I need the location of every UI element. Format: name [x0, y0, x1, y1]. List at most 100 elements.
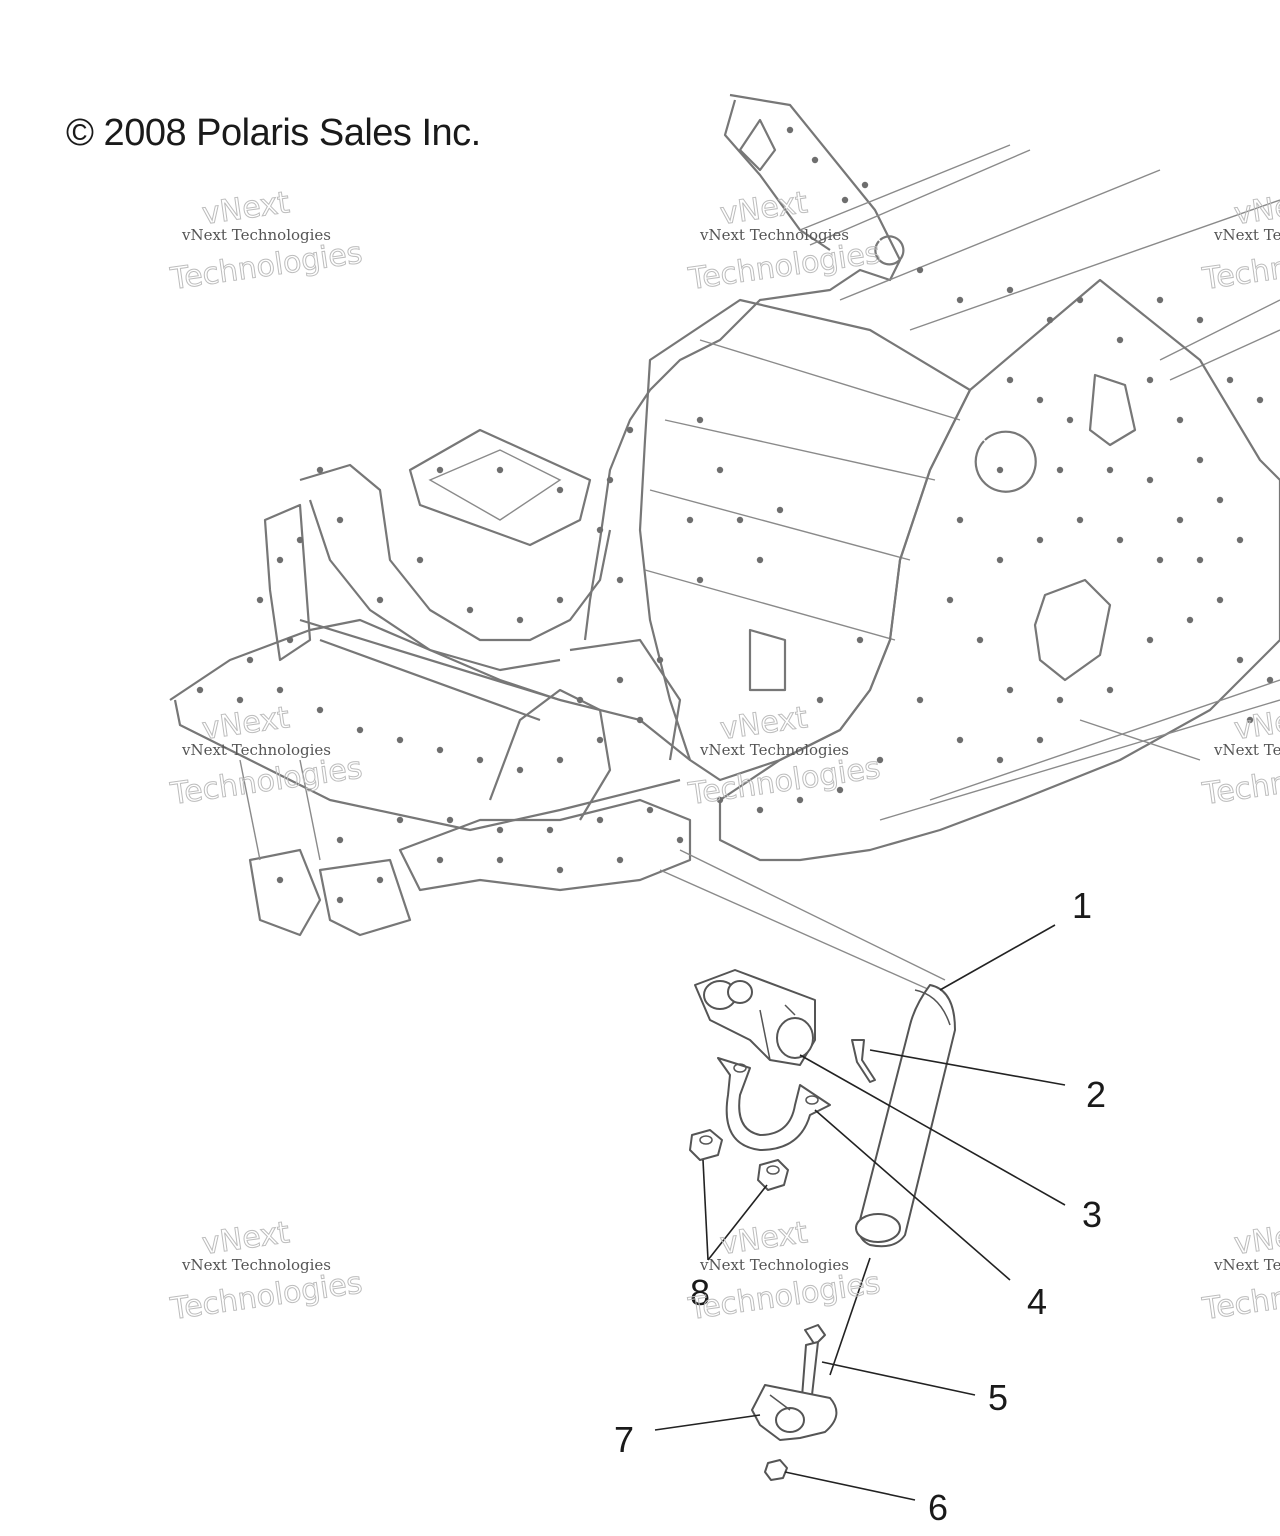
- bushing-clamp-part-3: [694, 969, 816, 1066]
- rivet-hole: [1186, 616, 1194, 624]
- rivet-hole: [546, 826, 554, 834]
- rivet-hole: [1006, 376, 1014, 384]
- rivet-hole: [1046, 316, 1054, 324]
- rivet-hole: [1006, 286, 1014, 294]
- watermark-mid-left: vNext vNext Technologies Technologies: [167, 700, 365, 813]
- rivet-hole: [1236, 656, 1244, 664]
- rivet-hole: [396, 736, 404, 744]
- watermark-text: vNext Technologies: [1213, 741, 1280, 759]
- watermark-big-text: Technologies: [1200, 751, 1280, 813]
- rivet-hole: [496, 466, 504, 474]
- rivet-hole: [276, 876, 284, 884]
- rivet-hole: [1176, 516, 1184, 524]
- rivet-hole: [596, 816, 604, 824]
- rivet-hole: [616, 856, 624, 864]
- watermark-big-text: Technologies: [686, 751, 883, 813]
- rivet-hole: [496, 826, 504, 834]
- watermark-text: vNext Technologies: [1213, 226, 1280, 244]
- copyright-notice: © 2008 Polaris Sales Inc.: [66, 112, 481, 154]
- rivet-hole: [686, 516, 694, 524]
- rivet-hole: [1006, 686, 1014, 694]
- rivet-hole: [516, 766, 524, 774]
- rivet-hole: [286, 636, 294, 644]
- bolt-part-5: [801, 1324, 826, 1398]
- rivet-hole: [1116, 536, 1124, 544]
- link-bracket-part-7: [751, 1384, 838, 1441]
- rivet-hole: [556, 866, 564, 874]
- rivet-hole: [556, 486, 564, 494]
- rivet-hole: [996, 556, 1004, 564]
- rivet-hole: [436, 856, 444, 864]
- rivet-hole: [396, 816, 404, 824]
- rivet-hole: [356, 726, 364, 734]
- rivet-hole: [576, 696, 584, 704]
- rivet-hole: [376, 596, 384, 604]
- rivet-hole: [1076, 516, 1084, 524]
- rivet-hole: [1196, 556, 1204, 564]
- frame-rivet-holes: [196, 126, 1274, 904]
- rivet-hole: [656, 656, 664, 664]
- rivet-hole: [246, 656, 254, 664]
- callout-5: 5: [988, 1377, 1008, 1418]
- callout-4: 4: [1027, 1281, 1047, 1322]
- rivet-hole: [776, 506, 784, 514]
- rivet-hole: [596, 526, 604, 534]
- watermark-top-left: vNext vNext Technologies Technologies: [167, 185, 365, 298]
- rivet-hole: [1266, 676, 1274, 684]
- rivet-hole: [1226, 376, 1234, 384]
- watermark-text: vNext Technologies: [699, 226, 849, 244]
- rivet-hole: [476, 756, 484, 764]
- watermark-bottom-right: vNext vNext Technologies Technologies: [1199, 1215, 1280, 1328]
- callout-labels: 1 2 3 4 5 6 7 8: [614, 885, 1106, 1528]
- pin-part-2: [851, 1039, 876, 1083]
- rivet-hole: [811, 156, 819, 164]
- watermark-big-text: Technologies: [686, 1266, 883, 1328]
- leader-4: [814, 1109, 1011, 1281]
- rivet-hole: [696, 576, 704, 584]
- rivet-hole: [336, 516, 344, 524]
- watermark-big-text: Technologies: [168, 236, 365, 298]
- rivet-hole: [596, 736, 604, 744]
- rivet-hole: [756, 806, 764, 814]
- rivet-hole: [816, 696, 824, 704]
- rivet-hole: [1036, 396, 1044, 404]
- rivet-hole: [276, 556, 284, 564]
- watermark-mid-center: vNext vNext Technologies Technologies: [685, 700, 883, 813]
- watermark-big-text: Technologies: [168, 1266, 365, 1328]
- rivet-hole: [316, 466, 324, 474]
- rivet-hole: [1156, 556, 1164, 564]
- leader-5: [821, 1361, 976, 1396]
- rivet-hole: [446, 816, 454, 824]
- rivet-hole: [1236, 536, 1244, 544]
- rivet-hole: [196, 686, 204, 694]
- rivet-hole: [916, 266, 924, 274]
- rivet-hole: [436, 746, 444, 754]
- rivet-hole: [1106, 686, 1114, 694]
- watermark-text: vNext Technologies: [181, 1256, 331, 1274]
- rivet-hole: [336, 836, 344, 844]
- rivet-hole: [276, 686, 284, 694]
- rivet-hole: [861, 181, 869, 189]
- rivet-hole: [786, 126, 794, 134]
- rivet-hole: [676, 836, 684, 844]
- rivet-hole: [1176, 416, 1184, 424]
- watermark-text: vNext Technologies: [181, 741, 331, 759]
- rivet-hole: [1056, 466, 1064, 474]
- rivet-hole: [956, 296, 964, 304]
- rivet-hole: [956, 516, 964, 524]
- rivet-hole: [716, 796, 724, 804]
- watermark-big-text: Technologies: [1200, 1266, 1280, 1328]
- rivet-hole: [956, 736, 964, 744]
- rivet-hole: [376, 876, 384, 884]
- rivet-hole: [1256, 396, 1264, 404]
- callout-6: 6: [928, 1487, 948, 1528]
- rivet-hole: [756, 556, 764, 564]
- rivet-hole: [836, 786, 844, 794]
- callout-1: 1: [1072, 885, 1092, 926]
- rivet-hole: [646, 806, 654, 814]
- leader-3: [799, 1054, 1066, 1206]
- watermark-mid-right: vNext vNext Technologies Technologies: [1199, 700, 1280, 813]
- watermark-bottom-left: vNext vNext Technologies Technologies: [167, 1215, 365, 1328]
- rivet-hole: [916, 696, 924, 704]
